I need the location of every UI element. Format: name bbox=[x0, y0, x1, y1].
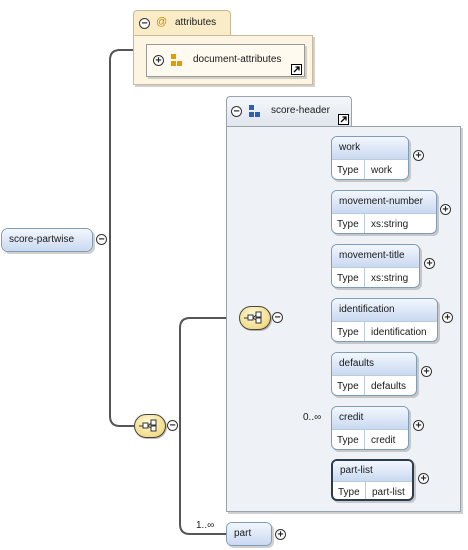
sequence-compositor-root[interactable] bbox=[134, 414, 166, 438]
root-element-label: score-partwise bbox=[2, 229, 92, 251]
type-value: credit bbox=[371, 435, 396, 446]
type-key: Type bbox=[332, 268, 365, 287]
expand-toggle-work[interactable]: + bbox=[413, 150, 424, 161]
part-cardinality: 1..∞ bbox=[196, 520, 215, 531]
attribute-group-document-attributes[interactable]: + document-attributes bbox=[146, 44, 305, 77]
type-key: Type bbox=[332, 160, 365, 179]
type-value: work bbox=[371, 165, 393, 176]
expand-toggle-part[interactable]: + bbox=[275, 529, 286, 540]
element-name: work bbox=[332, 137, 408, 159]
sequence-compositor-score-header[interactable] bbox=[239, 306, 271, 330]
element-name: part-list bbox=[333, 461, 412, 481]
attributes-label: attributes bbox=[175, 17, 217, 28]
type-value: xs:string bbox=[371, 219, 409, 230]
root-element-score-partwise[interactable]: score-partwise bbox=[1, 228, 93, 252]
score-header-label: score-header bbox=[271, 105, 330, 116]
expand-toggle-movement-number[interactable]: + bbox=[440, 204, 451, 215]
collapse-toggle-root[interactable]: − bbox=[96, 234, 107, 245]
expand-toggle-identification[interactable]: + bbox=[442, 312, 453, 323]
element-name: defaults bbox=[332, 353, 416, 375]
type-key: Type bbox=[332, 430, 365, 449]
expand-toggle-part-list[interactable]: + bbox=[418, 473, 429, 484]
score-header-tab[interactable]: − score-header bbox=[226, 96, 352, 127]
expand-toggle-movement-title[interactable]: + bbox=[424, 258, 435, 269]
group-icon bbox=[249, 105, 261, 118]
attributes-tab[interactable]: − @ attributes bbox=[133, 10, 231, 36]
at-sign-icon: @ bbox=[156, 16, 168, 28]
element-movement-number[interactable]: movement-number Type xs:string bbox=[331, 190, 437, 234]
element-name: identification bbox=[332, 299, 437, 321]
type-key: Type bbox=[333, 482, 366, 499]
type-key: Type bbox=[332, 322, 365, 341]
credit-cardinality: 0..∞ bbox=[303, 412, 322, 423]
reference-arrow-icon[interactable] bbox=[338, 114, 349, 125]
type-value: part-list bbox=[372, 487, 405, 498]
element-movement-title[interactable]: movement-title Type xs:string bbox=[331, 244, 420, 288]
type-value: identification bbox=[371, 327, 427, 338]
element-name: credit bbox=[332, 407, 408, 429]
attribute-group-icon bbox=[171, 54, 183, 67]
collapse-toggle-attributes[interactable]: − bbox=[139, 18, 150, 29]
type-value: defaults bbox=[371, 381, 407, 392]
element-name: movement-number bbox=[332, 191, 436, 213]
collapse-toggle-header-sequence[interactable]: − bbox=[272, 312, 283, 323]
expand-toggle-credit[interactable]: + bbox=[413, 420, 424, 431]
expand-toggle-document-attributes[interactable]: + bbox=[153, 55, 164, 66]
collapse-toggle-score-header[interactable]: − bbox=[231, 106, 242, 117]
element-part[interactable]: part bbox=[226, 522, 272, 546]
expand-toggle-defaults[interactable]: + bbox=[421, 366, 432, 377]
element-name: movement-title bbox=[332, 245, 419, 267]
type-key: Type bbox=[332, 376, 365, 395]
collapse-toggle-root-sequence[interactable]: − bbox=[167, 420, 178, 431]
attributes-panel: + document-attributes bbox=[133, 35, 313, 85]
reference-arrow-icon[interactable] bbox=[291, 64, 302, 75]
element-name: part bbox=[227, 523, 271, 545]
type-value: xs:string bbox=[371, 273, 409, 284]
document-attributes-label: document-attributes bbox=[193, 54, 282, 65]
type-key: Type bbox=[332, 214, 365, 233]
